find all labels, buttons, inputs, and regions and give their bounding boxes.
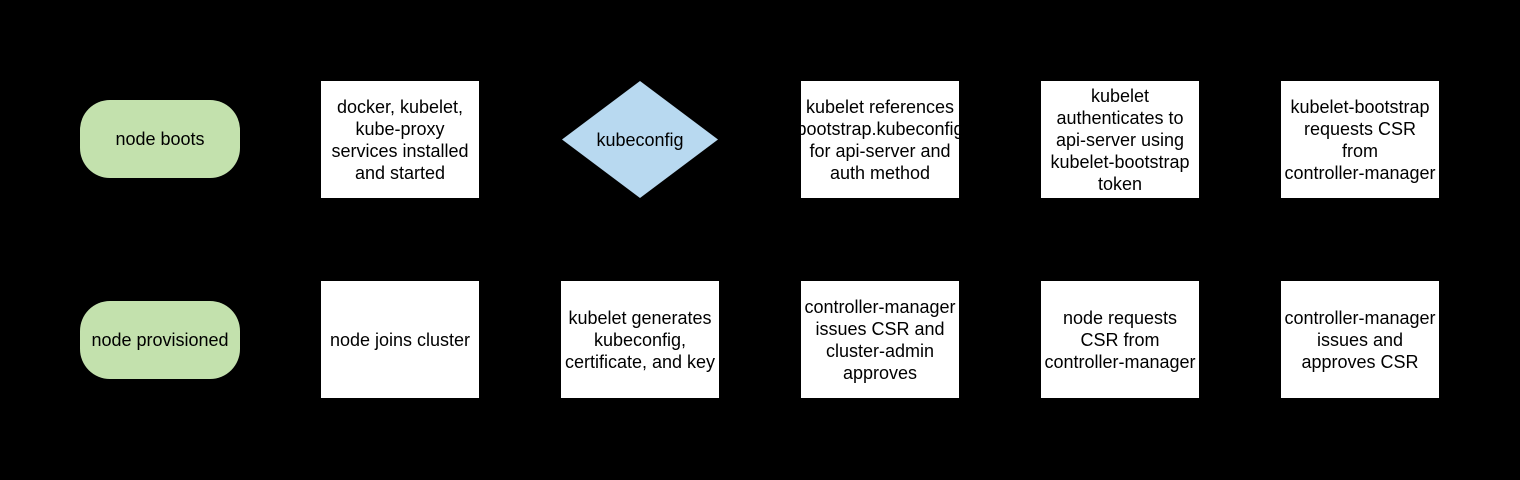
node-label: node provisioned — [91, 330, 229, 350]
docker-services-step: docker, kubelet, kube-proxy services ins… — [321, 81, 479, 198]
kubelet-bootstrap-requests-csr-step: kubelet-bootstrap requests CSR from cont… — [1281, 81, 1439, 198]
kubeconfig-decision: kubeconfig — [562, 81, 718, 198]
kubelet-authenticates-step: kubelet authenticates to api-server usin… — [1041, 81, 1199, 198]
node-provisioned-terminal: node provisioned — [80, 301, 240, 379]
node-label: kubelet references bootstrap.kubeconfig … — [796, 96, 964, 183]
node-label: node boots — [115, 129, 205, 149]
node-boots-terminal: node boots — [80, 100, 240, 178]
node-label: kubelet-bootstrap requests CSR from cont… — [1284, 96, 1436, 183]
node-label: kubelet generates kubeconfig, certificat… — [564, 307, 716, 372]
node-label: node requests CSR from controller-manage… — [1044, 307, 1196, 372]
controller-manager-issues-csr-step: controller-manager issues CSR and cluste… — [801, 281, 959, 398]
node-label: kubelet authenticates to api-server usin… — [1050, 85, 1190, 194]
node-label: kubeconfig — [596, 129, 684, 150]
node-label: node joins cluster — [329, 329, 471, 350]
node-label: controller-manager issues CSR and cluste… — [804, 296, 956, 383]
node-joins-cluster-step: node joins cluster — [321, 281, 479, 398]
bootstrap-kubeconfig-step: kubelet references bootstrap.kubeconfig … — [796, 81, 964, 198]
kubelet-generates-kubeconfig-step: kubelet generates kubeconfig, certificat… — [561, 281, 719, 398]
controller-manager-approves-csr-step: controller-manager issues and approves C… — [1281, 281, 1439, 398]
node-requests-csr-step: node requests CSR from controller-manage… — [1041, 281, 1199, 398]
node-label: docker, kubelet, kube-proxy services ins… — [331, 96, 469, 183]
node-label: controller-manager issues and approves C… — [1284, 307, 1436, 372]
